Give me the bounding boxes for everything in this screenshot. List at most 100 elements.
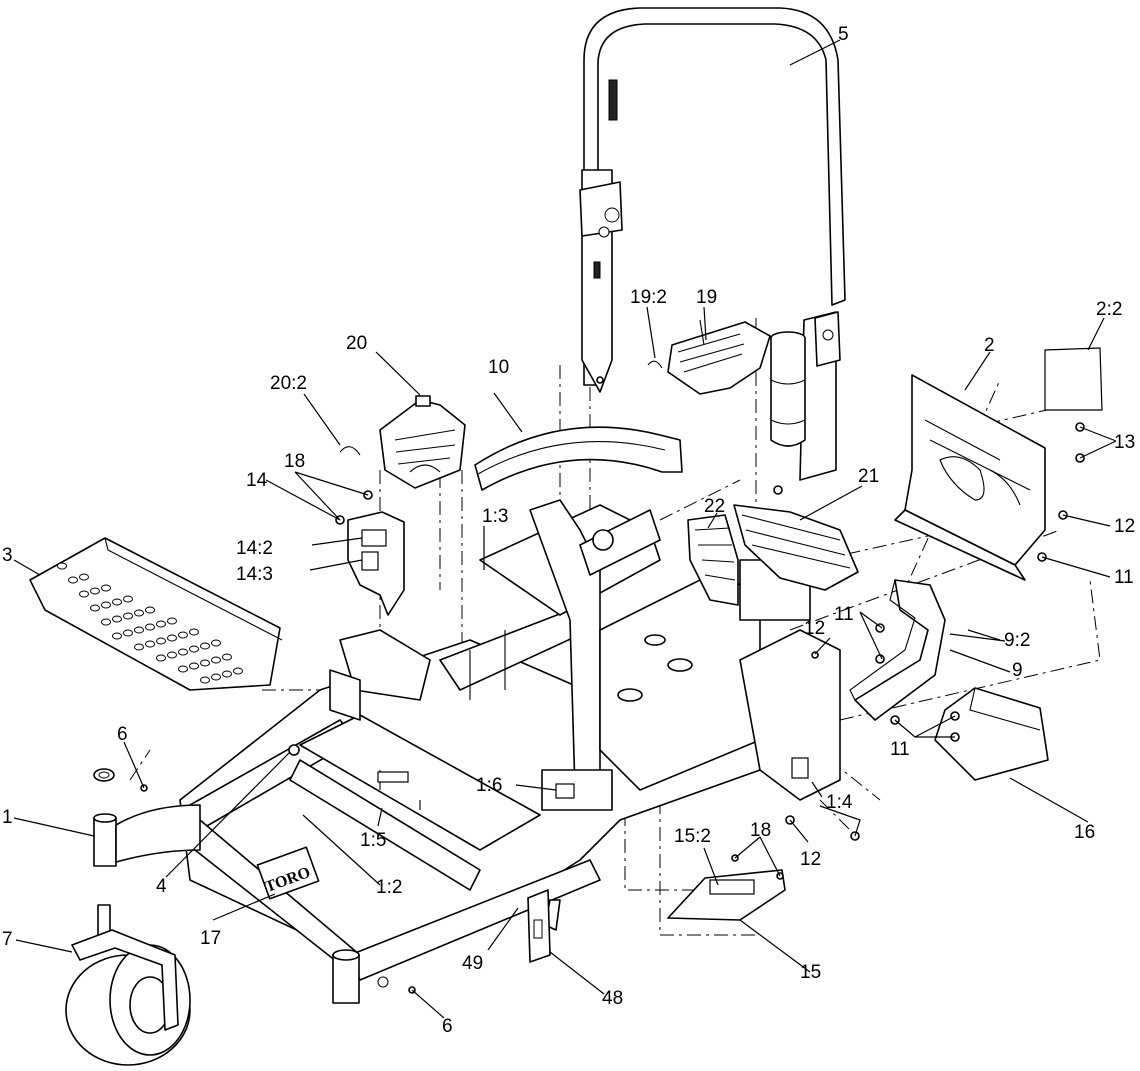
callout-1-5: 1:5 <box>360 830 386 851</box>
floor-plate-hole <box>123 629 133 637</box>
callout-9: 9 <box>1012 660 1023 681</box>
callout-11-right: 11 <box>1114 567 1134 588</box>
caster-wheel-7 <box>65 904 191 1066</box>
floor-plate-hole <box>101 584 111 592</box>
callout-10: 10 <box>488 357 509 378</box>
floor-plate-hole <box>178 631 188 639</box>
callout-18-left: 18 <box>284 451 305 472</box>
callout-1-6: 1:6 <box>476 775 502 796</box>
callout-20-2: 20:2 <box>270 373 307 394</box>
floor-plate-hole <box>156 637 166 645</box>
callout-19-2: 19:2 <box>630 287 667 308</box>
floor-plate-hole <box>123 595 133 603</box>
floor-plate-hole <box>79 590 89 598</box>
callout-15: 15 <box>800 962 821 983</box>
floor-plate-hole <box>112 632 122 640</box>
floor-plate-hole <box>134 626 144 634</box>
floor-plate-hole <box>189 628 199 636</box>
callout-1-2: 1:2 <box>376 877 402 898</box>
callout-labels: 1 1:2 1:3 1:4 1:5 1:6 2 2:2 3 4 5 6 6 7 … <box>2 24 1135 1037</box>
bracket-14 <box>335 490 405 616</box>
callout-13: 13 <box>1114 432 1135 453</box>
callout-15-2: 15:2 <box>674 826 711 847</box>
callout-6-bottom: 6 <box>442 1016 453 1037</box>
floor-plate-hole <box>233 667 243 675</box>
floor-plate-hole <box>167 651 177 659</box>
callout-12-right: 12 <box>1114 516 1135 537</box>
floor-plate-hole <box>211 639 221 647</box>
callout-2-2: 2:2 <box>1096 299 1122 320</box>
floor-plate-hole <box>200 659 210 667</box>
callout-14-3: 14:3 <box>236 564 273 585</box>
callout-2: 2 <box>984 335 995 356</box>
callout-14: 14 <box>246 470 268 491</box>
clip-20-2 <box>339 446 361 456</box>
shroud-9 <box>849 579 946 721</box>
floor-plate-hole <box>211 673 221 681</box>
cover-10 <box>474 426 683 491</box>
floor-plate-hole <box>90 604 100 612</box>
callout-9-2: 9:2 <box>1004 630 1030 651</box>
callout-49: 49 <box>462 953 483 974</box>
floor-plate-hole <box>68 576 78 584</box>
callout-17: 17 <box>200 928 221 949</box>
floor-plate-hole <box>167 634 177 642</box>
callout-4: 4 <box>156 876 167 897</box>
floor-plate-hole <box>189 662 199 670</box>
bracket-22 <box>687 514 739 606</box>
callout-14-2: 14:2 <box>236 538 273 559</box>
guard-21 <box>733 504 859 591</box>
callout-20: 20 <box>346 333 367 354</box>
callout-7: 7 <box>2 929 13 950</box>
floor-plate-hole <box>200 676 210 684</box>
floor-plate-hole <box>211 656 221 664</box>
panel-2 <box>894 374 1046 581</box>
callout-1-4: 1:4 <box>826 792 853 813</box>
floor-plate-hole <box>79 573 89 581</box>
callout-16: 16 <box>1074 822 1095 843</box>
callout-18-right: 18 <box>750 820 771 841</box>
callout-11-upper: 11 <box>834 604 854 625</box>
floor-plate-hole <box>145 606 155 614</box>
decal-2-2 <box>1044 347 1103 411</box>
leader-lines <box>13 39 1117 1019</box>
floor-plate-hole <box>101 618 111 626</box>
floor-plate-hole <box>134 643 144 651</box>
callout-11-lower: 11 <box>890 739 910 760</box>
clip-19-2 <box>647 360 663 369</box>
floor-plate-3 <box>29 537 283 691</box>
callout-19: 19 <box>696 287 717 308</box>
floor-plate-hole <box>178 665 188 673</box>
floor-plate-hole <box>112 615 122 623</box>
main-frame: TORO <box>179 499 841 1004</box>
hardware <box>140 376 1085 994</box>
floor-plate-hole <box>222 670 232 678</box>
floor-plate-hole <box>156 654 166 662</box>
floor-plate-hole <box>167 617 177 625</box>
callout-21: 21 <box>858 466 879 487</box>
floor-plate-hole <box>145 640 155 648</box>
cover-16 <box>934 687 1049 781</box>
floor-plate-hole <box>145 623 155 631</box>
callout-22: 22 <box>704 496 725 517</box>
floor-plate-hole <box>57 562 67 570</box>
floor-plate-hole <box>178 648 188 656</box>
callout-5: 5 <box>838 24 849 45</box>
floor-plate-hole <box>189 645 199 653</box>
callout-48: 48 <box>602 988 623 1009</box>
callout-12-lower: 12 <box>800 849 821 870</box>
floor-plate-hole <box>134 609 144 617</box>
callout-3: 3 <box>2 545 13 566</box>
caster-pivot-1 <box>93 768 201 867</box>
plate-15 <box>667 869 786 921</box>
floor-plate-hole <box>101 601 111 609</box>
floor-plate-hole <box>222 653 232 661</box>
callout-12-upper: 12 <box>804 618 825 639</box>
floor-plate-hole <box>200 642 210 650</box>
floor-plate-hole <box>156 620 166 628</box>
floor-plate-hole <box>112 598 122 606</box>
callout-6-top: 6 <box>117 724 128 745</box>
bracket-19 <box>667 319 771 395</box>
